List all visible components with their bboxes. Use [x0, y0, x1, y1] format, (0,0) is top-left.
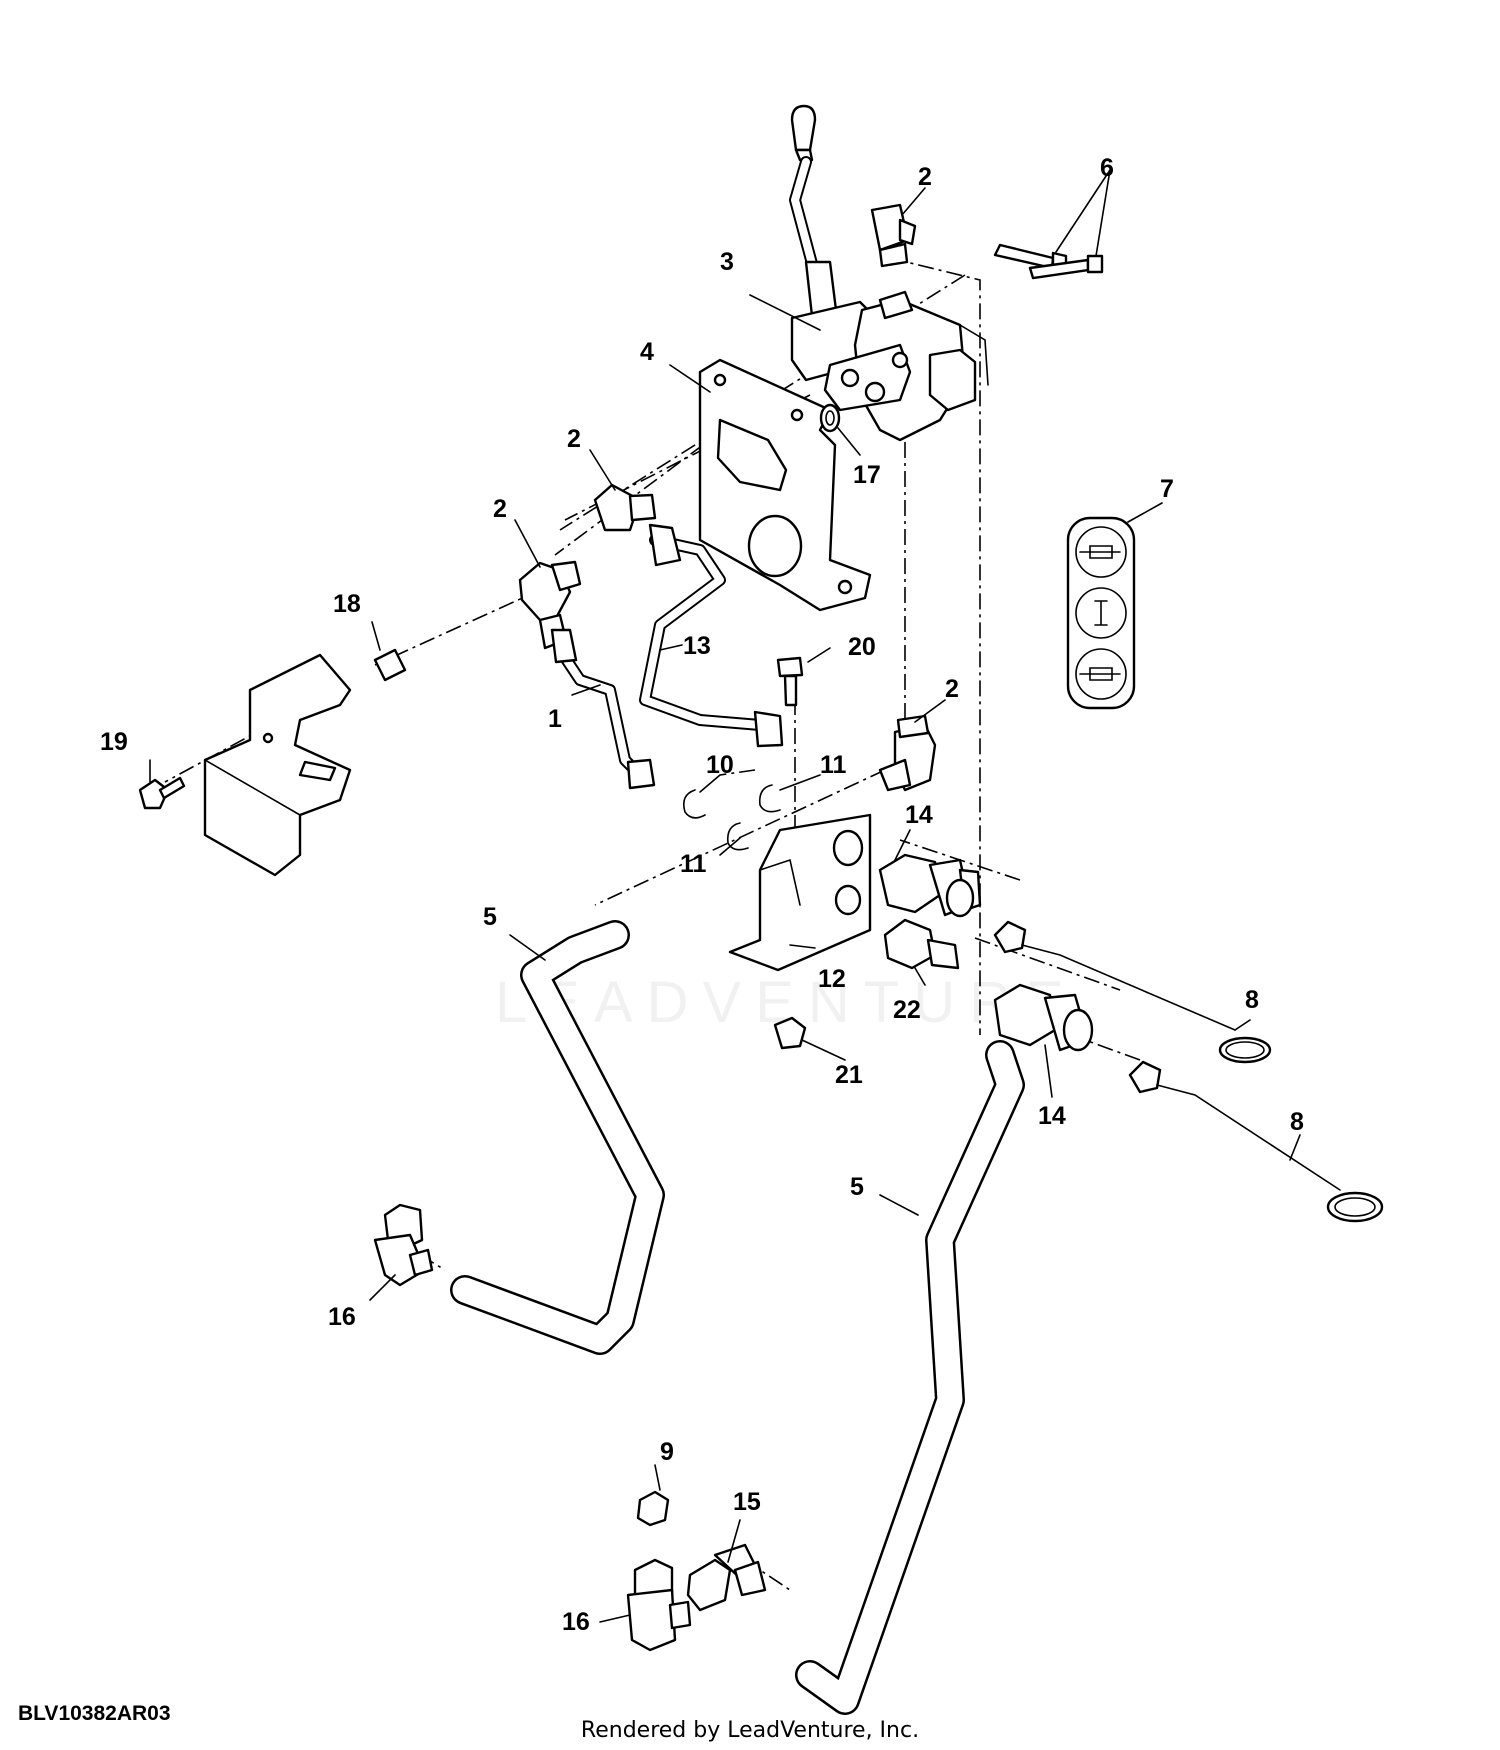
callout-9: 9	[660, 1438, 674, 1466]
elbow-fitting-16-upper	[373, 1203, 434, 1287]
hydraulic-tube-13	[639, 523, 784, 748]
callout-19: 19	[100, 728, 128, 756]
dust-cap-upper	[993, 920, 1272, 1064]
callout-7: 7	[1160, 475, 1174, 503]
callout-6: 6	[1100, 154, 1114, 182]
callout-18: 18	[333, 590, 361, 618]
bolts	[993, 243, 1104, 280]
callout-21: 21	[835, 1061, 863, 1089]
callout-2: 2	[918, 163, 932, 191]
dust-cap-lower	[1128, 1060, 1384, 1223]
callout-15: 15	[733, 1488, 761, 1516]
elbow-fitting-16-lower	[626, 1558, 692, 1652]
callout-2: 2	[945, 675, 959, 703]
diagram-code: BLV10382AR03	[18, 1702, 171, 1725]
snap-rings	[682, 784, 781, 851]
callout-16: 16	[328, 1303, 356, 1331]
callout-13: 13	[683, 632, 711, 660]
callout-2: 2	[567, 425, 581, 453]
callout-1: 1	[548, 705, 562, 733]
callout-3: 3	[720, 248, 734, 276]
alignment-lines	[164, 257, 1141, 1591]
callout-8: 8	[1290, 1108, 1304, 1136]
callout-22: 22	[893, 996, 921, 1024]
plug	[636, 1490, 670, 1527]
callouts: 1 2 2 2 2 3 4 5 5 6 7 8 8 9 10 11 11 12 …	[100, 154, 1304, 1636]
elbow-fitting-15	[686, 1543, 767, 1612]
callout-10: 10	[706, 751, 734, 779]
control-valve	[789, 104, 989, 442]
hydraulic-tube-1	[550, 628, 656, 790]
callout-4: 4	[640, 338, 654, 366]
straight-fitting	[593, 483, 657, 532]
bolt-19	[138, 776, 186, 810]
callout-11: 11	[680, 850, 707, 878]
shield-bracket	[203, 653, 352, 877]
callout-17: 17	[853, 461, 881, 489]
callout-20: 20	[848, 633, 876, 661]
o-ring	[819, 403, 841, 433]
leader-lines	[149, 169, 1301, 1623]
elbow-fitting-top	[870, 203, 917, 268]
callout-14: 14	[905, 801, 933, 829]
callout-5: 5	[850, 1173, 864, 1201]
callout-16: 16	[562, 1608, 590, 1636]
adapter-fitting	[883, 918, 960, 970]
render-credit: Rendered by LeadVenture, Inc.	[580, 1718, 920, 1743]
callout-5: 5	[483, 903, 497, 931]
hose-right	[795, 1040, 1025, 1715]
mounting-plate	[698, 358, 872, 612]
callout-2: 2	[493, 495, 507, 523]
bolt-20	[776, 656, 804, 707]
nut-21	[773, 1016, 807, 1050]
control-decal	[1066, 516, 1136, 710]
hose-left	[450, 920, 665, 1355]
spacer	[373, 648, 407, 682]
quick-coupler-lower	[993, 983, 1094, 1052]
callout-8: 8	[1245, 986, 1259, 1014]
coupler-bracket	[728, 813, 872, 972]
quick-coupler-upper	[878, 853, 982, 918]
callout-12: 12	[818, 965, 846, 993]
elbow-fitting-right	[878, 714, 937, 792]
callout-11: 11	[820, 751, 847, 779]
callout-14: 14	[1038, 1102, 1066, 1130]
